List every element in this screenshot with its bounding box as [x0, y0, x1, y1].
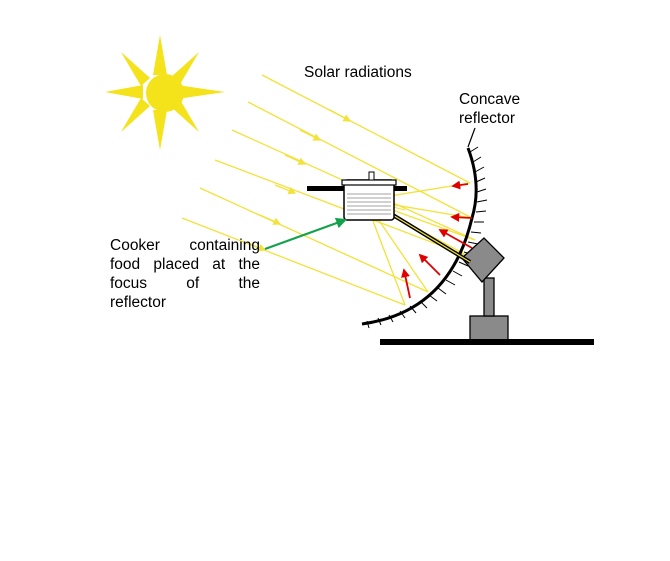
cooker-knob	[368, 171, 375, 181]
stand-post	[483, 277, 495, 317]
concave-pointer-line	[467, 127, 476, 148]
cooker-label: Cooker containing food placed at the foc…	[110, 236, 260, 312]
sun	[105, 35, 225, 150]
cooker-label-line3: focus of the	[110, 275, 260, 292]
solar-radiations-label: Solar radiations	[304, 64, 412, 81]
stand-base	[469, 315, 509, 341]
ground-line	[380, 339, 594, 345]
sun-disc	[146, 74, 184, 112]
cooker-label-line1: Cooker containing	[110, 237, 260, 254]
cooker-pointer-arrow	[264, 217, 348, 251]
concave-label-line2: reflector	[459, 110, 515, 127]
cooker	[307, 171, 407, 221]
tilt-block	[461, 237, 505, 283]
concave-label-line1: Concave	[459, 91, 521, 108]
concave-reflector-label: Concave reflector	[459, 90, 520, 128]
reflected-arrows	[401, 180, 473, 299]
cooker-label-line4: reflector	[110, 294, 166, 311]
incoming-rays	[181, 74, 476, 306]
cooker-label-line2: food placed at the	[110, 256, 260, 273]
cooker-food	[347, 192, 391, 217]
sun-rays	[105, 35, 225, 150]
reflector-stand	[380, 210, 594, 345]
cooker-lid	[341, 179, 397, 186]
